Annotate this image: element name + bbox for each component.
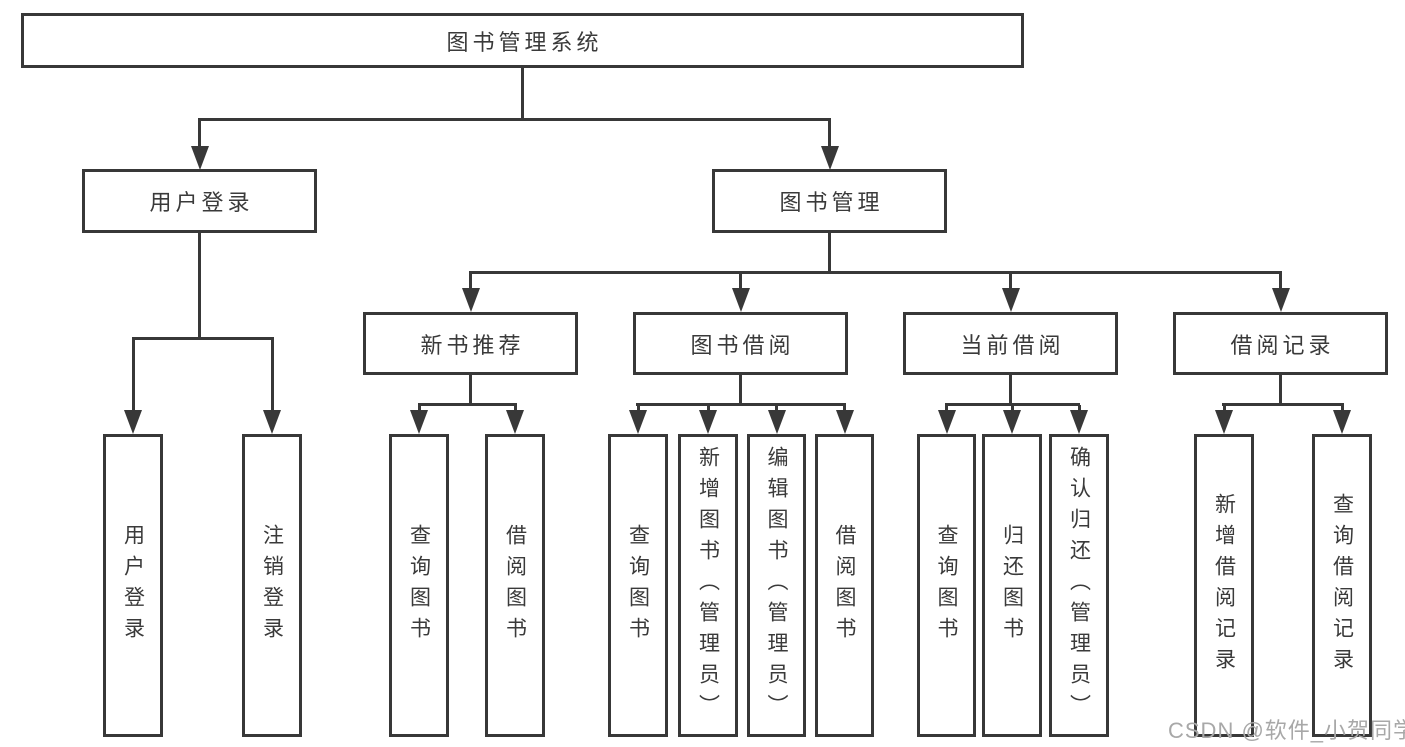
node-logout: 注销登录 <box>242 434 302 737</box>
connector-line <box>739 375 742 405</box>
connector-line <box>132 339 135 411</box>
connector-line <box>637 405 640 412</box>
arrow-down-icon <box>1333 410 1351 434</box>
connector-line <box>469 375 472 405</box>
arrow-down-icon <box>191 146 209 170</box>
arrow-down-icon <box>506 410 524 434</box>
connector-line <box>775 405 778 412</box>
connector-line <box>198 120 201 147</box>
arrow-down-icon <box>1003 410 1021 434</box>
connector-line <box>945 405 948 412</box>
arrow-down-icon <box>938 410 956 434</box>
connector-line <box>1009 375 1012 405</box>
node-user-login-leaf: 用户登录 <box>103 434 163 737</box>
arrow-down-icon <box>1070 410 1088 434</box>
connector-line <box>132 337 274 340</box>
connector-line <box>636 403 846 406</box>
connector-line <box>1223 405 1226 412</box>
connector-line <box>1009 273 1012 289</box>
node-add-borrow-record: 新增借阅记录 <box>1194 434 1254 737</box>
connector-line <box>418 403 517 406</box>
arrow-down-icon <box>1272 288 1290 312</box>
arrow-down-icon <box>699 410 717 434</box>
node-book-borrowing: 图书借阅 <box>633 312 848 375</box>
node-confirm-return-admin: 确认归还（管理员） <box>1049 434 1109 737</box>
node-edit-book-admin: 编辑图书（管理员） <box>747 434 806 737</box>
arrow-down-icon <box>263 410 281 434</box>
node-book-management: 图书管理 <box>712 169 947 233</box>
connector-line <box>514 405 517 412</box>
node-new-book-recommendation: 新书推荐 <box>363 312 578 375</box>
connector-line <box>469 271 1282 274</box>
arrow-down-icon <box>1002 288 1020 312</box>
connector-line <box>1279 375 1282 405</box>
connector-line <box>198 233 201 339</box>
node-add-book-admin: 新增图书（管理员） <box>678 434 738 737</box>
node-user-login: 用户登录 <box>82 169 317 233</box>
node-current-borrowing: 当前借阅 <box>903 312 1118 375</box>
arrow-down-icon <box>124 410 142 434</box>
arrow-down-icon <box>462 288 480 312</box>
node-borrowing-records: 借阅记录 <box>1173 312 1388 375</box>
connector-line <box>1222 403 1344 406</box>
connector-line <box>945 403 1080 406</box>
node-query-books-recommend: 查询图书 <box>389 434 449 737</box>
connector-line <box>843 405 846 412</box>
arrow-down-icon <box>1215 410 1233 434</box>
node-root: 图书管理系统 <box>21 13 1024 68</box>
arrow-down-icon <box>410 410 428 434</box>
connector-line <box>469 273 472 289</box>
watermark: CSDN @软件_小贺同学 <box>1168 718 1405 743</box>
connector-line <box>1341 405 1344 412</box>
node-query-books-current: 查询图书 <box>917 434 976 737</box>
connector-line <box>271 339 274 411</box>
arrow-down-icon <box>629 410 647 434</box>
node-query-books-borrowing: 查询图书 <box>608 434 668 737</box>
arrow-down-icon <box>768 410 786 434</box>
node-borrow-books-recommend: 借阅图书 <box>485 434 545 737</box>
arrow-down-icon <box>732 288 750 312</box>
node-query-borrow-record: 查询借阅记录 <box>1312 434 1372 737</box>
connector-line <box>739 273 742 289</box>
connector-line <box>198 118 831 121</box>
connector-line <box>1279 273 1282 289</box>
connector-line <box>707 405 710 412</box>
node-return-books: 归还图书 <box>982 434 1042 737</box>
connector-line <box>521 68 524 120</box>
arrow-down-icon <box>836 410 854 434</box>
connector-line <box>828 120 831 147</box>
arrow-down-icon <box>821 146 839 170</box>
connector-line <box>828 233 831 273</box>
node-borrow-books-borrowing: 借阅图书 <box>815 434 874 737</box>
connector-line <box>418 405 421 412</box>
connector-line <box>1078 405 1081 412</box>
connector-line <box>1011 405 1014 412</box>
